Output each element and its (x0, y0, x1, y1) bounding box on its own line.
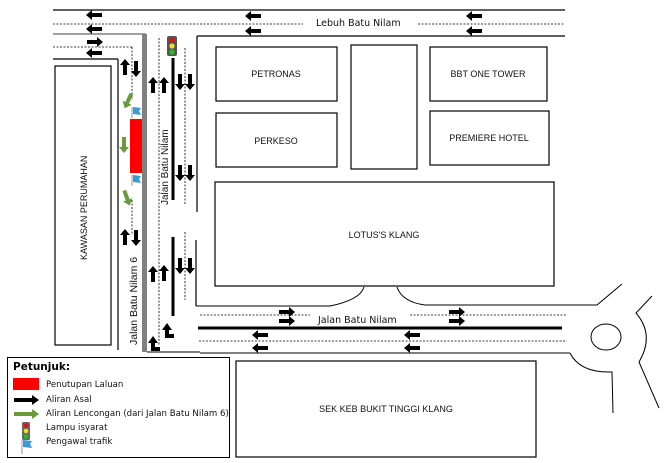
flow-arrow-icon (148, 266, 158, 282)
building-petronas (215, 46, 338, 102)
bottom-road (196, 283, 623, 354)
building-lotus (214, 181, 555, 287)
legend-item-detour-flow: Aliran Lencongan (dari Jalan Batu Nilam … (46, 409, 229, 419)
flow-arrow-icon (466, 26, 482, 36)
flow-arrow-icon (86, 24, 102, 34)
flow-arrow-icon (175, 258, 185, 274)
legend-item-closure: Penutupan Laluan (46, 380, 124, 390)
left-approach (53, 46, 133, 350)
center-vertical-road (147, 36, 200, 353)
legend-black-arrow-icon (14, 395, 39, 405)
roundabout (569, 295, 660, 414)
flow-arrow-icon (120, 229, 130, 245)
building-bbt-one-tower (429, 46, 548, 102)
building-petronas-label: PETRONAS (251, 69, 301, 79)
building-housing-label: KAWASAN PERUMAHAN (79, 156, 89, 260)
flow-arrow-icon (185, 74, 195, 90)
legend-item-traffic-light: Lampu isyarat (46, 423, 108, 433)
flow-arrow-icon (148, 77, 158, 93)
median-divider (142, 34, 147, 352)
flow-arrow-icon (175, 74, 185, 90)
flow-arrow-icon (86, 48, 102, 58)
building-school-label: SEK KEB BUKIT TINGGI KLANG (319, 404, 453, 414)
flow-arrow-icon (252, 343, 268, 353)
flow-arrow-icon (120, 59, 130, 75)
top-road-label: Lebuh Batu Nilam (316, 18, 401, 29)
flow-arrow-icon (466, 11, 482, 21)
building-unlabeled (350, 44, 418, 170)
flow-arrow-icon (404, 343, 420, 353)
flow-arrow-icon (131, 61, 141, 77)
flow-arrow-icon (175, 165, 185, 181)
detour-arrow-icon (119, 137, 129, 153)
flow-arrow-icon (404, 330, 420, 340)
building-school (235, 360, 537, 458)
left-road-label: Jalan Batu Nilam 6 (128, 257, 140, 345)
legend-green-arrow-icon (14, 409, 39, 419)
flag-icon (131, 107, 141, 118)
flow-arrow-icon (159, 77, 169, 93)
legend-item-traffic-warden: Pengawal trafik (46, 437, 113, 447)
legend-item-original-flow: Aliran Asal (46, 395, 92, 405)
building-perkeso (215, 112, 338, 168)
legend-traffic-light-icon (22, 422, 30, 440)
flow-arrow-icon (86, 10, 102, 20)
flag-icon (131, 175, 141, 186)
flow-arrow-icon (159, 265, 169, 281)
flow-arrow-icon (245, 11, 261, 21)
turn-arrow-icon (162, 323, 174, 338)
building-perkeso-label: PERKESO (254, 136, 298, 146)
detour-arrow-icon (122, 92, 134, 109)
flow-arrow-icon (185, 165, 195, 181)
flow-arrow-icon (245, 26, 261, 36)
building-housing (54, 65, 112, 346)
flow-arrow-icon (131, 230, 141, 246)
flow-arrow-icon (279, 307, 295, 317)
traffic-light-icon (167, 36, 177, 56)
legend-closure-swatch (13, 378, 39, 390)
flow-arrow-icon (449, 316, 465, 326)
building-lotus-label: LOTUS'S KLANG (349, 230, 420, 240)
bottom-road-label: Jalan Batu Nilam (317, 315, 397, 326)
road-closure-block (130, 119, 142, 173)
flow-arrow-icon (252, 330, 268, 340)
flow-arrow-icon (87, 37, 103, 47)
detour-arrow-icon (122, 189, 133, 206)
legend-title: Petunjuk: (13, 361, 71, 373)
flow-arrow-icon (185, 258, 195, 274)
center-road-label: Jalan Batu Nilam (160, 129, 171, 205)
building-bbt-label: BBT ONE TOWER (450, 69, 526, 79)
legend-flag-icon (21, 440, 32, 454)
building-premiere-label: PREMIERE HOTEL (449, 133, 529, 143)
flow-arrow-icon (449, 307, 465, 317)
top-road (53, 9, 565, 37)
building-premiere-hotel (429, 110, 550, 166)
flow-arrow-icon (279, 316, 295, 326)
turn-arrow-icon (148, 336, 160, 351)
legend: Petunjuk: Penutupan Laluan Aliran Asal A… (7, 357, 230, 458)
